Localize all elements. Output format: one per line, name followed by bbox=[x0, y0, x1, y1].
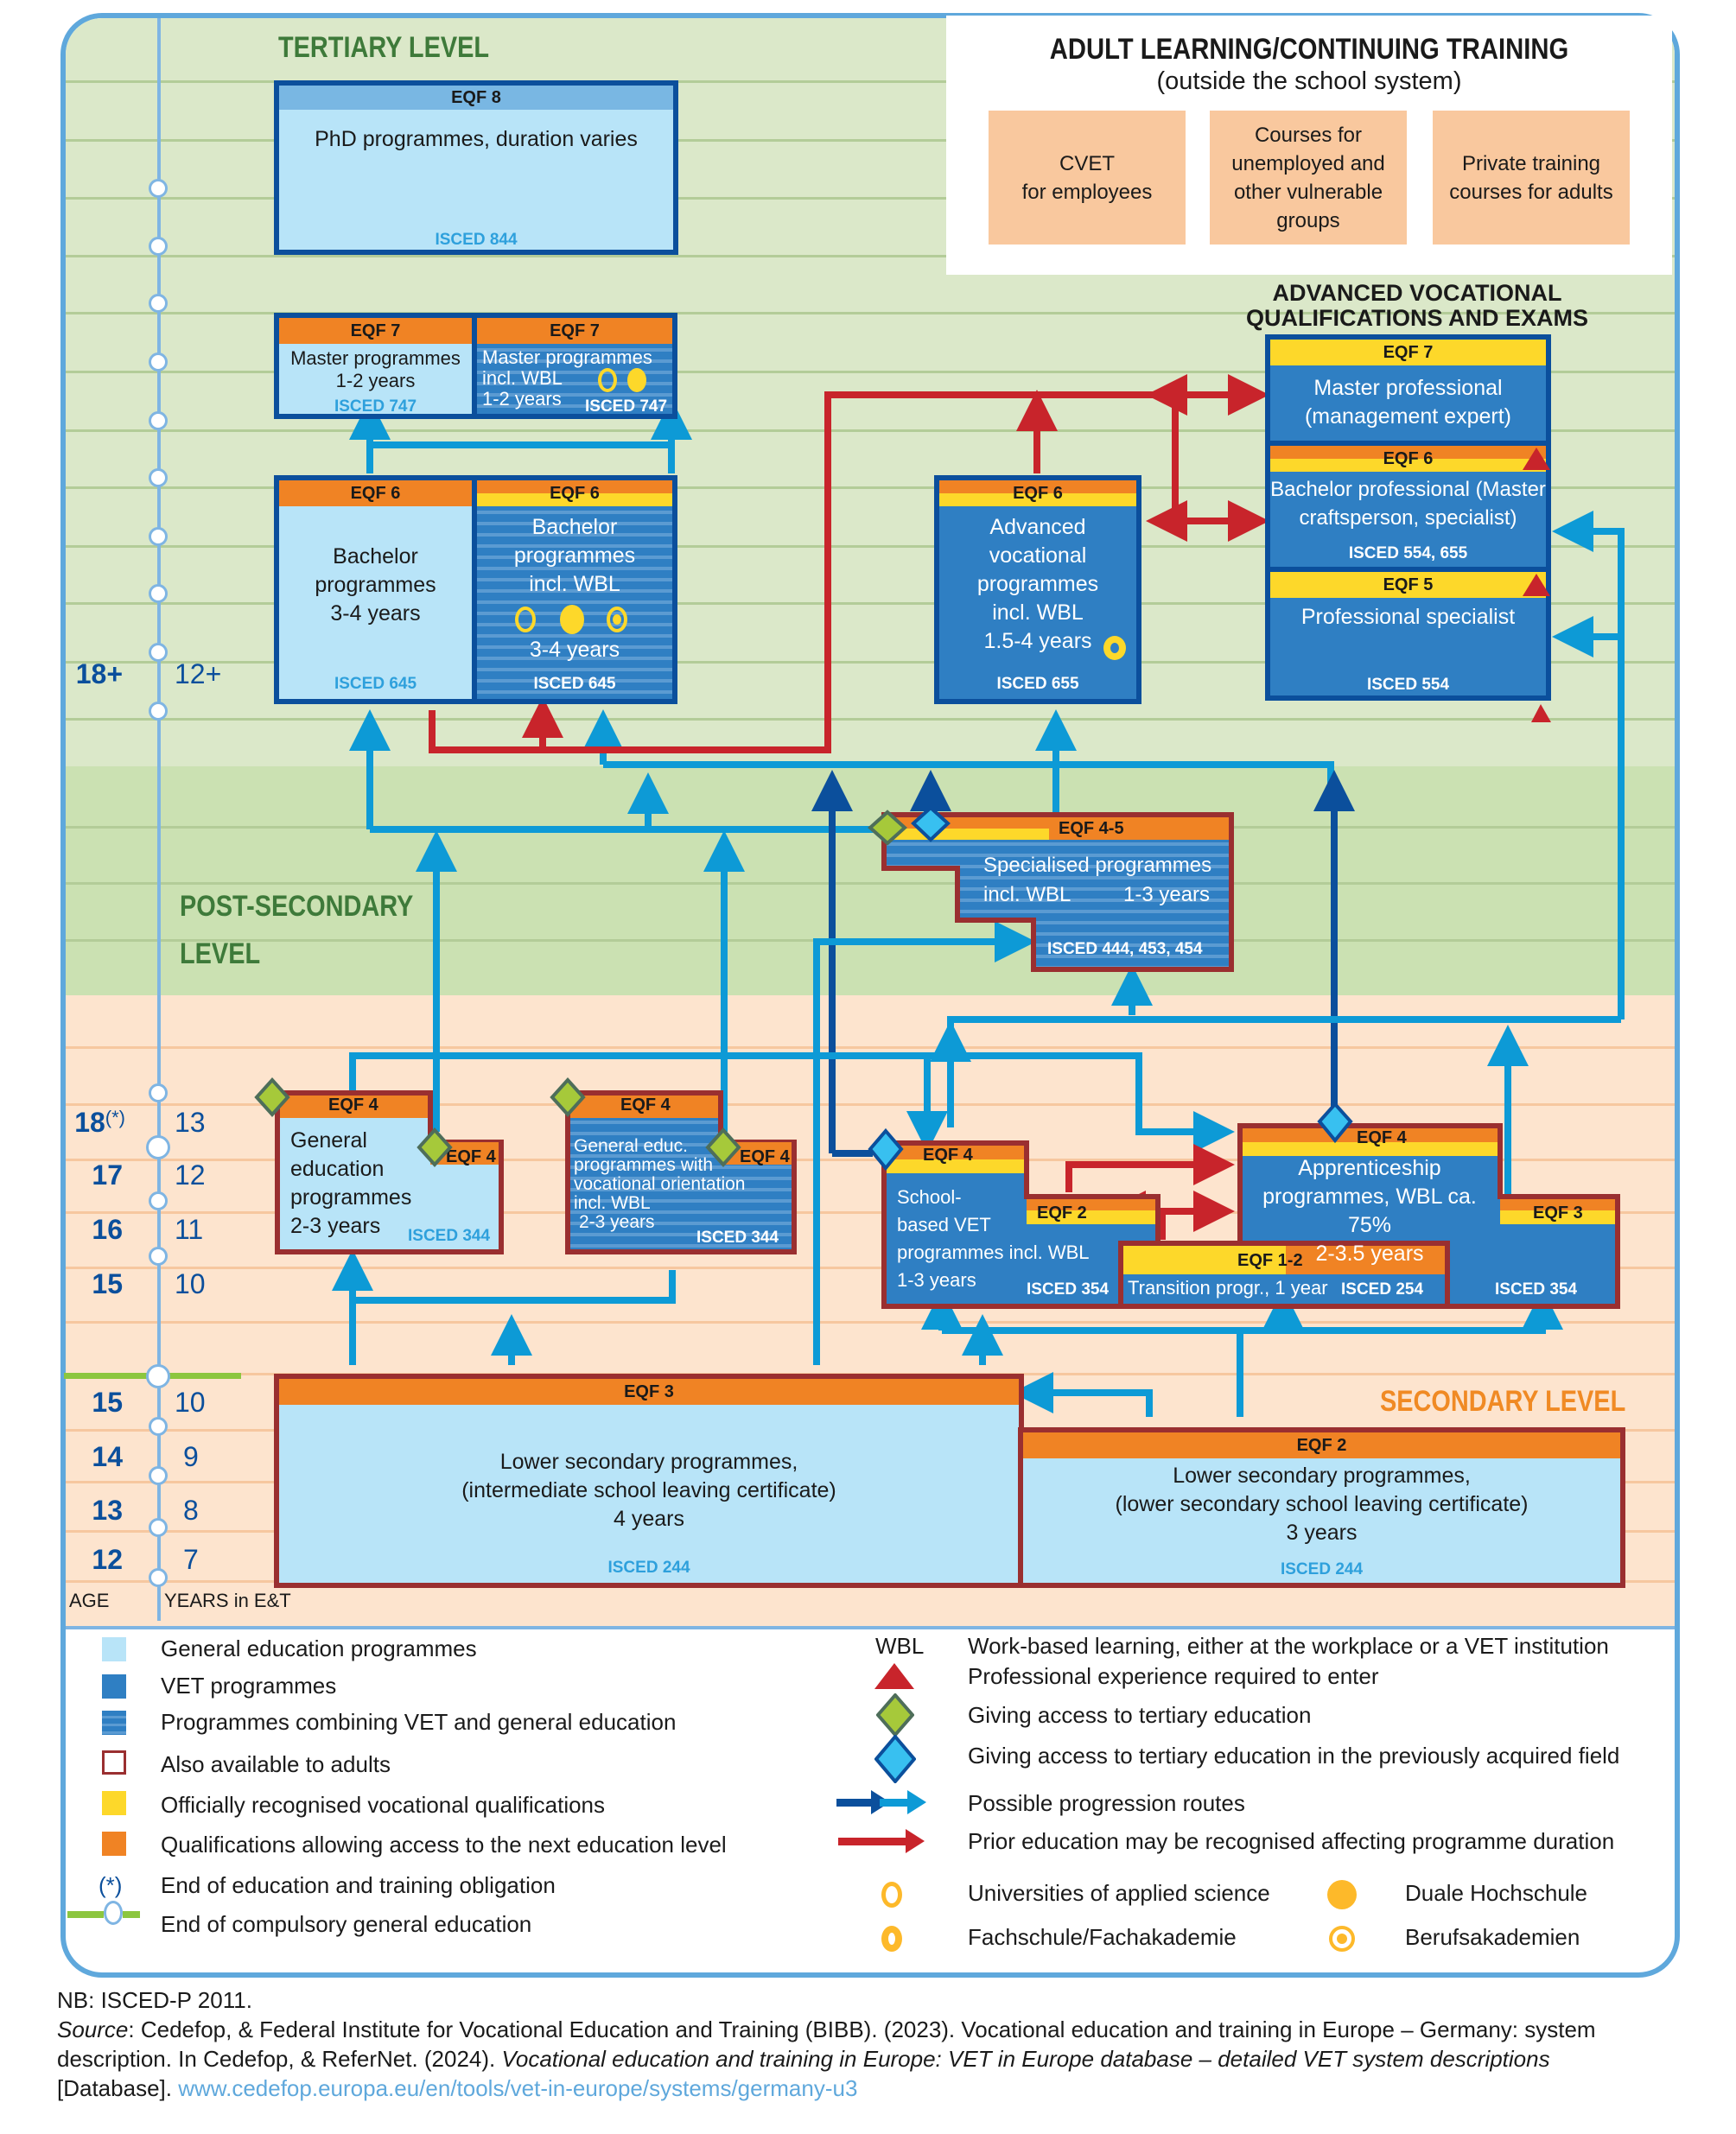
age-label: 18+ bbox=[75, 658, 123, 689]
wbl-text: WBL bbox=[875, 1633, 925, 1659]
general-education-swatch bbox=[102, 1637, 126, 1661]
vet-programmes-group bbox=[881, 1123, 1620, 1309]
compulsory-end-node bbox=[146, 1364, 170, 1388]
asterisk-marker: (*) bbox=[99, 1872, 123, 1898]
berufsakademien-icon bbox=[607, 607, 627, 632]
post-secondary-level-title-2: LEVEL bbox=[180, 937, 261, 970]
orange-swatch bbox=[102, 1832, 126, 1856]
adults-outline-swatch bbox=[102, 1750, 126, 1775]
fachschule-icon bbox=[1103, 636, 1126, 660]
years-label: 10 bbox=[175, 1268, 206, 1299]
berufsakademien-icon bbox=[1329, 1926, 1355, 1952]
yellow-swatch bbox=[102, 1791, 126, 1815]
obligation-marker: (*) bbox=[105, 1107, 125, 1128]
tertiary-level-title: TERTIARY LEVEL bbox=[278, 31, 490, 64]
years-label: 10 bbox=[175, 1387, 206, 1418]
duale-hochschule-icon bbox=[1327, 1880, 1357, 1909]
age-label: 18(*) bbox=[74, 1107, 125, 1138]
lower-secondary-box[interactable]: EQF 2 Lower secondary programmes,(lower … bbox=[1018, 1427, 1625, 1588]
general-education-box[interactable] bbox=[275, 1090, 504, 1254]
years-label: 11 bbox=[175, 1214, 204, 1245]
professional-specialist-box[interactable]: EQF 5 Professional specialist ISCED 554 bbox=[1265, 567, 1551, 701]
nb-note: NB: ISCED-P 2011. bbox=[57, 1987, 252, 2013]
age-label: 15 bbox=[92, 1268, 123, 1299]
vet-swatch bbox=[102, 1674, 126, 1699]
years-label: 12+ bbox=[175, 658, 222, 689]
blue-arrows-icon bbox=[836, 1790, 926, 1814]
age-label: 17 bbox=[92, 1159, 123, 1191]
age-label: 16 bbox=[92, 1214, 123, 1245]
age-label: 12 bbox=[92, 1544, 123, 1575]
red-arrow-icon bbox=[838, 1829, 925, 1853]
years-label: 8 bbox=[183, 1495, 199, 1526]
red-triangle-icon bbox=[874, 1663, 914, 1689]
transition-programme-text[interactable]: Transition progr., 1 year bbox=[1128, 1277, 1328, 1299]
eqf-label: EQF 8 bbox=[279, 86, 673, 110]
post-secondary-band bbox=[66, 766, 1675, 995]
duale-hochschule-icon bbox=[627, 368, 646, 392]
professional-experience-triangle bbox=[1523, 448, 1550, 470]
post-secondary-level-title: POST-SECONDARY bbox=[180, 890, 414, 923]
universities-applied-science-icon bbox=[515, 607, 536, 632]
age-axis-title: AGE bbox=[69, 1590, 110, 1611]
source-link[interactable]: www.cedefop.europa.eu/en/tools/vet-in-eu… bbox=[178, 2075, 858, 2101]
universities-applied-science-icon bbox=[598, 368, 617, 392]
adult-learning-title: ADULT LEARNING/CONTINUING TRAINING bbox=[1049, 33, 1569, 66]
age-label: 14 bbox=[92, 1441, 123, 1472]
universities-applied-science-icon bbox=[881, 1882, 902, 1908]
eqf-label: EQF 4-5 bbox=[1059, 819, 1124, 838]
years-axis-title: YEARS in E&T bbox=[164, 1590, 291, 1611]
fachschule-icon bbox=[881, 1926, 902, 1952]
advanced-vocational-title: ADVANCED VOCATIONAL QUALIFICATIONS AND E… bbox=[1246, 280, 1588, 331]
years-label: 12 bbox=[175, 1159, 206, 1191]
footer-notes: NB: ISCED-P 2011. Source: Cedefop, & Fed… bbox=[57, 1985, 1596, 2103]
general-vocational-orientation-box[interactable] bbox=[565, 1090, 797, 1254]
isced-label: ISCED 844 bbox=[435, 231, 518, 249]
professional-experience-triangle bbox=[1523, 574, 1550, 596]
blue-diamond-icon bbox=[874, 1735, 916, 1783]
duale-hochschule-icon bbox=[560, 605, 584, 634]
years-label: 7 bbox=[183, 1544, 199, 1575]
combined-swatch bbox=[102, 1711, 126, 1735]
secondary-level-title: SECONDARY LEVEL bbox=[1380, 1385, 1626, 1418]
source-citation: Source: Cedefop, & Federal Institute for… bbox=[57, 2017, 1596, 2101]
years-label: 13 bbox=[175, 1107, 206, 1138]
green-diamond-icon bbox=[876, 1693, 914, 1737]
lower-secondary-intermediate-box[interactable]: EQF 3 Lower secondary programmes,(interm… bbox=[274, 1374, 1024, 1588]
age-label: 15 bbox=[92, 1387, 123, 1418]
compulsory-end-marker bbox=[67, 1911, 104, 1918]
age-label: 13 bbox=[92, 1495, 123, 1526]
adult-learning-panel: ADULT LEARNING/CONTINUING TRAINING (outs… bbox=[946, 16, 1672, 275]
years-label: 9 bbox=[183, 1441, 199, 1472]
phd-programmes-box[interactable]: EQF 8 PhD programmes, duration varies IS… bbox=[274, 80, 678, 255]
age-axis-line bbox=[157, 18, 161, 1621]
master-professional-box[interactable]: EQF 7 Master professional(management exp… bbox=[1265, 334, 1551, 447]
professional-experience-triangle bbox=[1531, 704, 1551, 722]
adult-learning-subtitle: (outside the school system) bbox=[1156, 67, 1462, 95]
